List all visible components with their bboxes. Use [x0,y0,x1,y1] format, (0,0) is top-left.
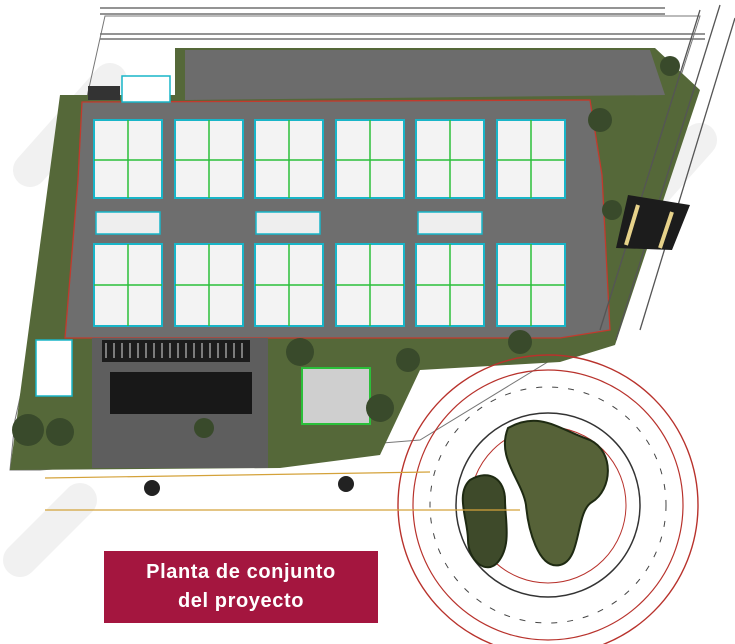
bottom-road [44,471,520,511]
upper-parking [185,50,665,100]
guard-house [301,367,371,425]
lower-vehicle-row [110,372,252,414]
avenue-crossing [616,195,690,250]
crossing-stripes [624,204,674,249]
top-left-booth [121,75,171,103]
top-road-lines [100,7,705,40]
corner-building [88,86,120,100]
tree-icons [12,56,680,446]
caption-line-2: del proyecto [177,590,305,612]
lower-parking-stripes [102,340,250,362]
project-caption: Planta de conjunto del proyecto [104,551,378,623]
parking-stripe-marks [105,343,243,358]
avenue [599,4,735,341]
caption-line-1: Planta de conjunto [146,561,336,583]
side-building [35,339,73,397]
island-small [461,474,508,569]
middle-modules [95,211,483,235]
module-grid-lines [94,120,565,326]
vehicle-marks [144,476,354,496]
island-large [503,419,609,567]
